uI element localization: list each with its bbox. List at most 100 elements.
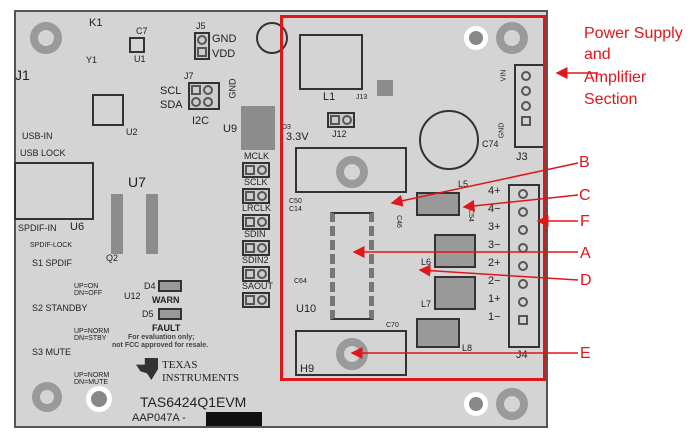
label-l6: L6 [421, 257, 432, 267]
label-q2: Q2 [106, 253, 119, 263]
testpoint-sclk[interactable] [242, 188, 270, 204]
mount-hole [32, 382, 62, 412]
label-l8: L8 [462, 343, 473, 353]
mount-hole-h9 [336, 338, 368, 370]
callout-d: D [580, 272, 592, 289]
brand-texas: TEXAS [162, 359, 198, 371]
mount-hole [336, 156, 368, 188]
switch-up-label: UP=ON [74, 283, 99, 290]
label-usb-in: USB-IN [22, 131, 53, 141]
label-j12: J12 [332, 129, 347, 139]
label-spdif-lock: SPDIF-LOCK [30, 242, 73, 249]
header-j7-i2c [188, 82, 220, 110]
testpoint-sdin2[interactable] [242, 266, 270, 282]
section-label: Power Supply [584, 25, 683, 42]
switch-dn-label: DN=OFF [74, 290, 103, 297]
label-c14: C14 [289, 206, 302, 213]
section-label: Section [584, 91, 638, 108]
output-label: 4− [488, 203, 501, 215]
testpoint-mclk[interactable] [242, 162, 270, 178]
header-j5 [194, 32, 210, 60]
capacitor-c44 [256, 22, 288, 54]
chip-u10 [330, 212, 374, 320]
label-y1: Y1 [86, 55, 98, 65]
jumper-j13 [377, 80, 393, 96]
testpoint-lrclk[interactable] [242, 214, 270, 230]
switch-up-label: UP=NORM [74, 328, 110, 335]
label-h9: H9 [300, 363, 315, 375]
inductor-l6 [434, 234, 476, 268]
label-mclk: MCLK [244, 151, 270, 161]
label-lrclk: LRCLK [242, 203, 272, 213]
fcc-notice: not FCC approved for resale. [112, 342, 209, 349]
label-u7: U7 [128, 174, 146, 190]
label-l7: L7 [421, 299, 432, 309]
label-sclk: SCLK [244, 177, 268, 187]
speaker-connector-j4[interactable] [508, 184, 540, 348]
arrow-c [462, 194, 579, 212]
label-usb-lock: USB LOCK [20, 148, 66, 158]
chip-u2 [92, 94, 124, 126]
label-j5: J5 [196, 21, 206, 31]
jumper-j12[interactable] [327, 112, 355, 128]
callout-a: A [580, 245, 591, 262]
chip-u9 [241, 106, 275, 150]
label-gnd: GND [212, 33, 237, 45]
output-label: 3+ [488, 221, 501, 233]
label-l1: L1 [323, 91, 336, 103]
label-j13: J13 [356, 94, 368, 101]
chip-u7 [146, 194, 158, 254]
callout-f: F [580, 213, 590, 230]
switch-label: S2 STANDBY [32, 303, 88, 313]
arrow-b [390, 162, 579, 207]
heatsink-block [295, 147, 407, 193]
switch-label: S3 MUTE [32, 347, 72, 357]
label-saout: SAOUT [242, 281, 274, 291]
output-label: 1+ [488, 293, 501, 305]
mount-hole [86, 386, 112, 412]
label-u2: U2 [126, 127, 138, 137]
output-labels: 4+ 4− 3+ 3− 2+ 2− 1+ 1− [488, 186, 501, 323]
chip-u1 [129, 37, 145, 53]
callout-b: B [579, 154, 590, 171]
output-label: 2− [488, 275, 501, 287]
inductor-l1 [299, 34, 363, 90]
label-c50: C50 [289, 198, 302, 205]
inductor-l7 [434, 276, 476, 310]
label-c64: C64 [294, 278, 307, 285]
mount-hole [464, 392, 488, 416]
label-c70: C70 [386, 322, 399, 329]
switch-dn-label: DN=STBY [74, 335, 107, 342]
label-vdd: VDD [212, 48, 236, 60]
section-label: and [584, 46, 611, 63]
label-3v3: 3.3V [286, 131, 309, 143]
board-name: TAS6424Q1EVM [140, 394, 247, 410]
label-j3: J3 [516, 151, 528, 163]
mount-hole [496, 22, 528, 54]
mount-hole [464, 26, 488, 50]
label-fault: FAULT [152, 323, 181, 333]
spdif-connector [14, 162, 94, 220]
testpoint-saout[interactable] [242, 292, 270, 308]
chip-u7 [111, 194, 123, 254]
output-label: 1− [488, 311, 501, 323]
arrow-d [418, 264, 579, 281]
section-label: Amplifier [584, 69, 647, 86]
label-u1: U1 [134, 54, 146, 64]
switch-label: S1 SPDIF [32, 258, 73, 268]
testpoint-sdin[interactable] [242, 240, 270, 256]
led-fault [158, 308, 182, 320]
label-u9: U9 [223, 123, 238, 135]
label-d5: D5 [142, 309, 154, 319]
callout-c: C [579, 187, 591, 204]
label-j1: J1 [15, 67, 30, 83]
label-d3: D3 [282, 124, 291, 131]
output-label: 3− [488, 239, 501, 251]
label-c7: C7 [136, 26, 148, 36]
label-k1: K1 [89, 17, 103, 29]
label-c74: C74 [482, 139, 499, 149]
led-warn [158, 280, 182, 292]
part-number: AAP047A - [132, 412, 186, 424]
inductor-l8 [416, 318, 460, 348]
